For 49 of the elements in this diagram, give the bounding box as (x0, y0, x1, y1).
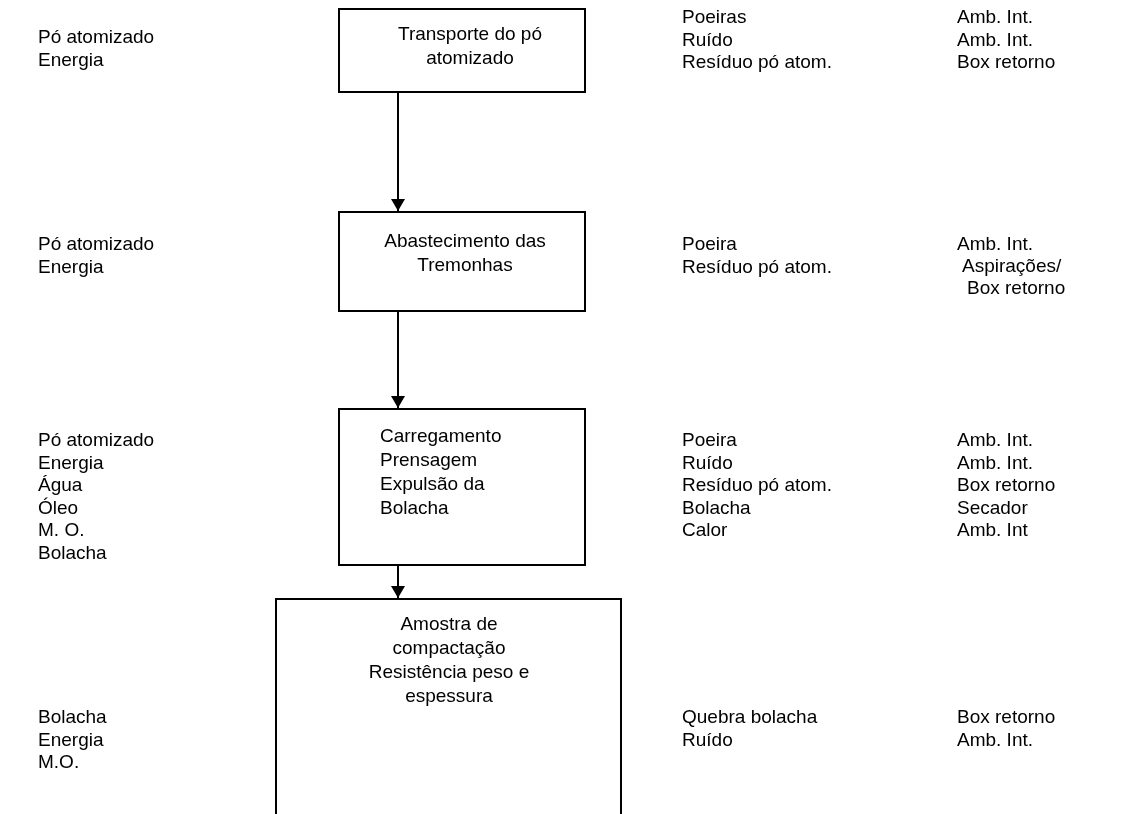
destination-label: Amb. Int. (957, 429, 1034, 451)
output-label: Resíduo pó atom. (682, 255, 832, 278)
input-label: Pó atomizado (38, 429, 155, 451)
arrow (391, 311, 405, 409)
process-label: Amostra de compactação Resistência peso e espessura (367, 612, 531, 708)
process-box (338, 211, 586, 312)
destination-label: Amb. Int. (957, 6, 1034, 28)
input-label: Óleo (38, 496, 79, 519)
output-label: Resíduo pó atom. (682, 474, 832, 496)
input-label: Energia (38, 728, 104, 751)
input-label: Pó atomizado (38, 233, 155, 255)
input-label: Água (38, 474, 83, 496)
output-label: Resíduo pó atom. (682, 51, 832, 73)
process-label: Transporte do pó atomizado (397, 22, 543, 70)
process-label: Abastecimento das Tremonhas (383, 229, 547, 277)
process-box (275, 598, 622, 814)
input-label: Energia (38, 451, 104, 474)
destination-label: Box retorno (957, 706, 1056, 728)
process-box (338, 408, 586, 566)
output-label: Poeira (682, 429, 737, 451)
process-label: Carregamento Prensagem Expulsão da Bolacha (380, 424, 503, 520)
output-label: Ruído (682, 728, 733, 751)
destination-label: Secador (957, 496, 1028, 519)
destination-label: Box retorno (957, 474, 1056, 496)
input-label: M.O. (38, 751, 80, 773)
output-label: Ruído (682, 28, 733, 51)
output-label: Bolacha (682, 496, 751, 519)
destination-label: Amb. Int. (957, 451, 1034, 474)
destination-label: Amb. Int. (957, 28, 1034, 51)
input-label: Energia (38, 255, 104, 278)
input-label: Energia (38, 48, 104, 71)
input-label: Bolacha (38, 541, 107, 564)
destination-label: Aspirações/ (962, 255, 1062, 277)
input-label: M. O. (38, 519, 85, 541)
input-label: Pó atomizado (38, 26, 155, 48)
output-label: Poeira (682, 233, 737, 255)
output-label: Ruído (682, 451, 733, 474)
destination-label: Amb. Int. (957, 728, 1034, 751)
output-label: Quebra bolacha (682, 706, 818, 728)
destination-label: Box retorno (967, 277, 1066, 299)
output-label: Calor (682, 519, 728, 541)
destination-label: Amb. Int. (957, 233, 1034, 255)
destination-label: Box retorno (957, 51, 1056, 73)
process-box (338, 8, 586, 93)
input-label: Bolacha (38, 706, 107, 728)
output-label: Poeiras (682, 6, 747, 28)
destination-label: Amb. Int (957, 519, 1028, 541)
arrow (391, 565, 405, 599)
arrow (391, 92, 405, 212)
